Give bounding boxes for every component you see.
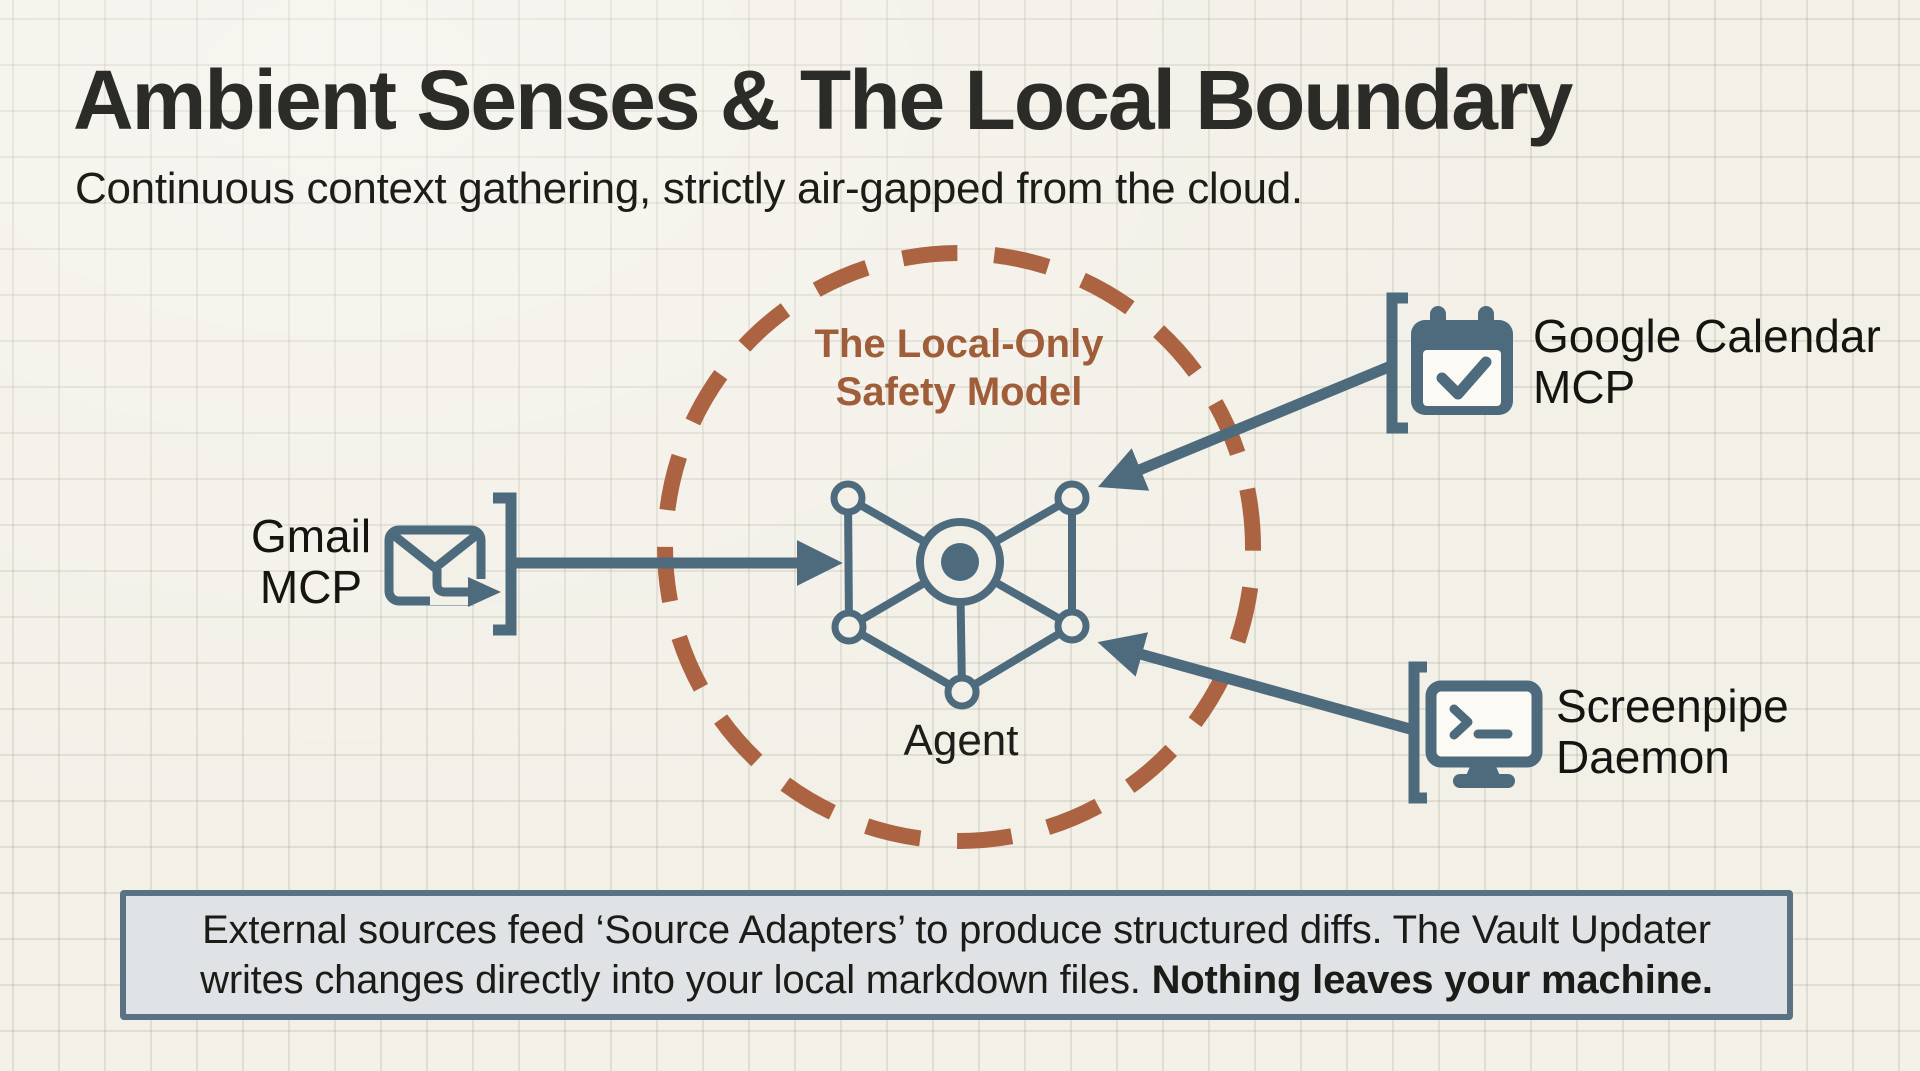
network-nodes-icon — [830, 480, 1090, 710]
calendar-bracket — [1386, 292, 1408, 434]
page-subtitle: Continuous context gathering, strictly a… — [75, 164, 1303, 213]
calendar-arrow — [1097, 360, 1394, 491]
screenpipe-bracket — [1408, 661, 1427, 804]
source-label-gmail: Gmail MCP — [250, 510, 372, 613]
boundary-dashed-circle — [657, 245, 1261, 849]
gmail-bracket — [493, 492, 517, 636]
source-label-screenpipe: Screenpipe Daemon — [1556, 680, 1789, 783]
calendar-check-icon — [1411, 306, 1513, 415]
screenpipe-arrow — [1097, 632, 1412, 735]
boundary-label-line2: Safety Model — [835, 370, 1083, 414]
source-label-google-calendar: Google Calendar MCP — [1533, 310, 1881, 413]
page-title: Ambient Senses & The Local Boundary — [73, 53, 1573, 147]
footer-line2: writes changes directly into your local … — [200, 958, 1713, 1002]
footer-note: External sources feed ‘Source Adapters’ … — [120, 890, 1793, 1020]
footer-line1: External sources feed ‘Source Adapters’ … — [202, 908, 1711, 952]
boundary-label: The Local-Only Safety Model — [759, 320, 1159, 416]
terminal-monitor-icon — [1425, 680, 1543, 788]
agent-label: Agent — [903, 716, 1019, 765]
footer-bold-claim: Nothing leaves your machine. — [1151, 958, 1713, 1002]
envelope-send-icon — [384, 525, 504, 607]
boundary-label-line1: The Local-Only — [814, 322, 1104, 366]
